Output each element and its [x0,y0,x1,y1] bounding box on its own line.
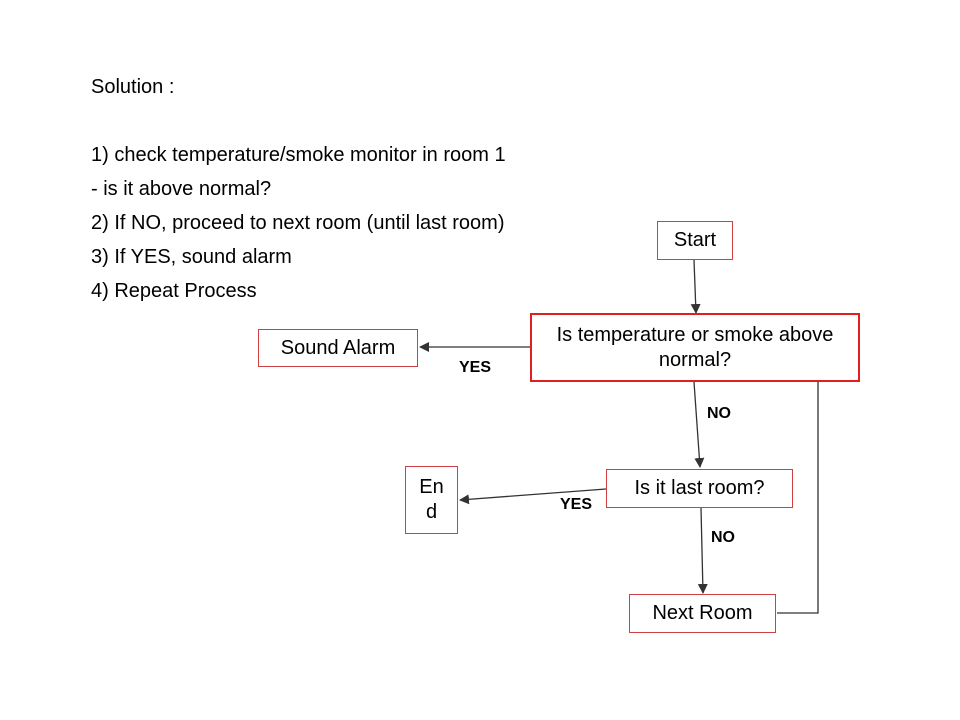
solution-step-3: 3) If YES, sound alarm [91,246,292,268]
next-room-box: Next Room [629,594,776,633]
solution-step-2: 2) If NO, proceed to next room (until la… [91,212,505,234]
solution-step-1: 1) check temperature/smoke monitor in ro… [91,144,506,166]
solution-step-4: 4) Repeat Process [91,280,257,302]
solution-step-1-question: - is it above normal? [91,178,272,200]
decision-temperature-label: Is temperature or smoke above normal? [556,323,834,371]
start-label: Start [673,229,717,251]
no-label-last-room: NO [711,529,735,546]
decision-last-room-label: Is it last room? [634,477,765,499]
arrow-decision-to-last-room [693,381,705,468]
yes-label-end: YES [560,496,593,513]
start-box: Start [657,221,733,260]
yes-label-alarm: YES [459,359,492,376]
solution-heading: Solution : [91,76,175,98]
end-label: En d [419,476,444,523]
arrow-last-room-to-end [459,488,607,505]
sound-alarm-label: Sound Alarm [280,336,396,359]
decision-last-room-box: Is it last room? [606,469,793,508]
no-label-temperature: NO [707,405,731,422]
sound-alarm-box: Sound Alarm [258,329,418,367]
decision-temperature-box: Is temperature or smoke above normal? [530,313,860,382]
solution-text-block: Solution : 1) check temperature/smoke mo… [91,70,506,308]
next-room-label: Next Room [652,602,753,624]
arrow-last-room-to-next-room [697,507,708,594]
arrow-start-to-decision [690,259,701,314]
end-box: En d [405,466,458,534]
